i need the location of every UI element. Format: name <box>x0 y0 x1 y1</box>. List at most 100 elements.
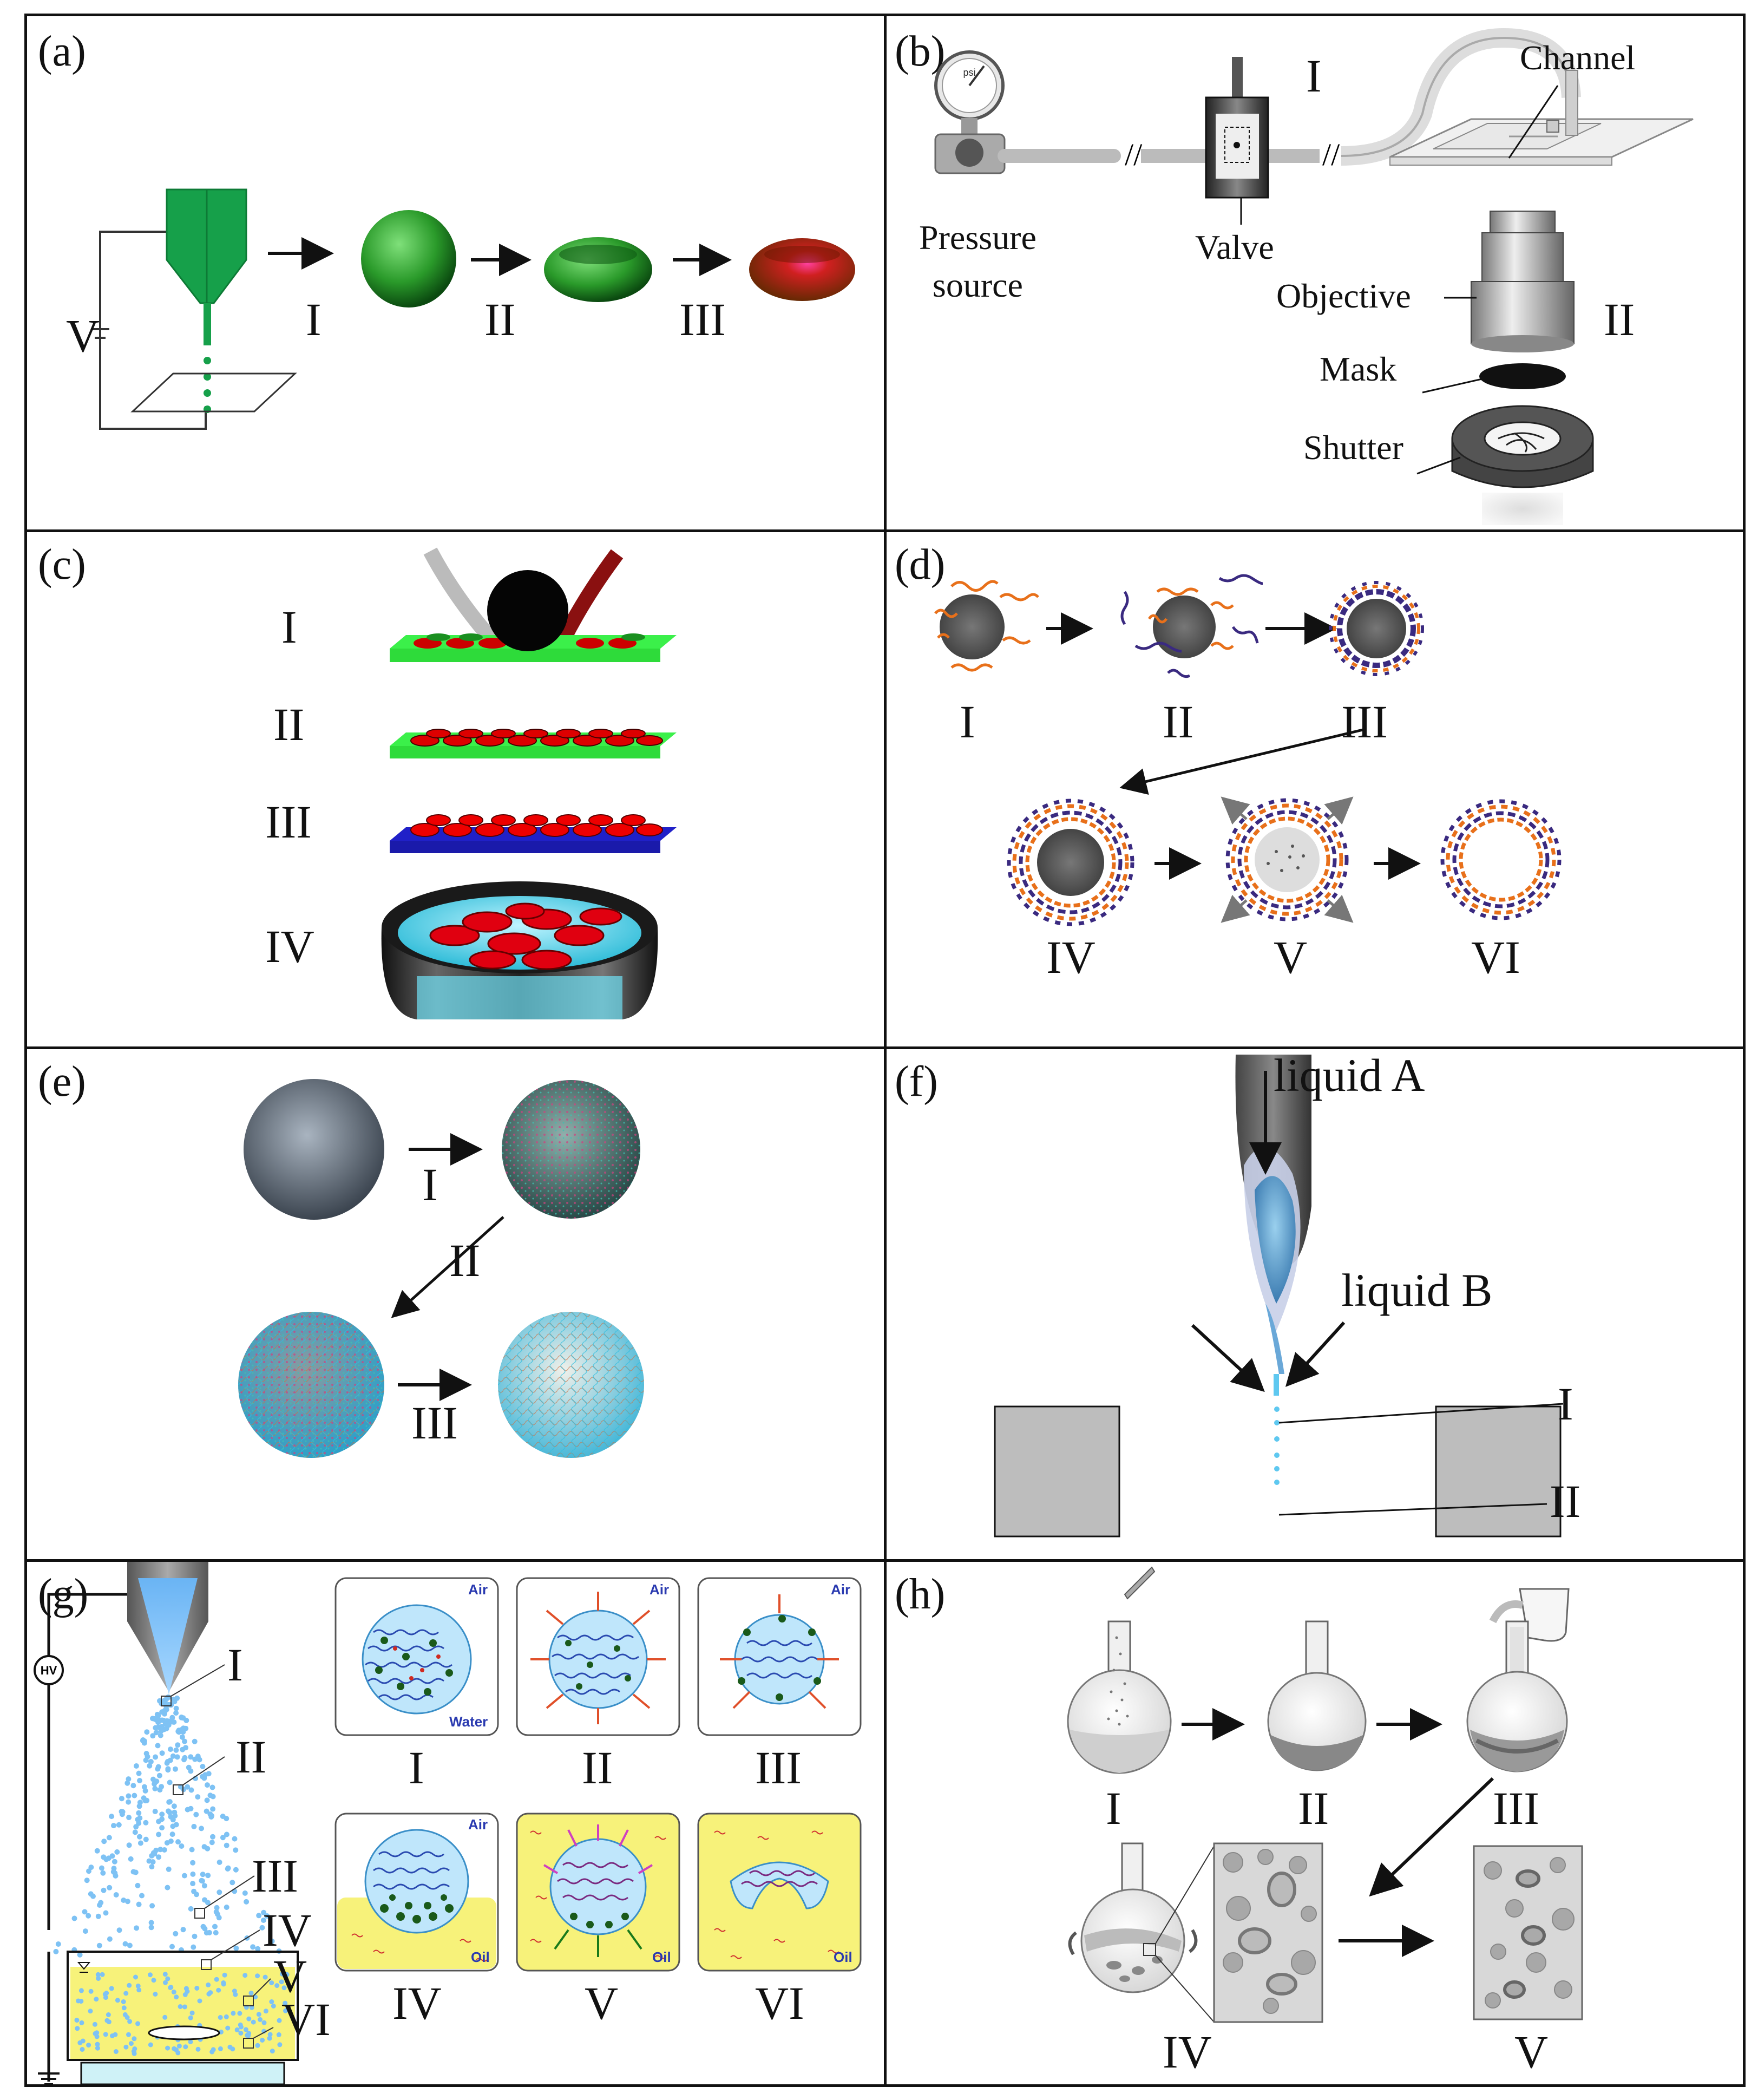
spray-droplet <box>212 1924 218 1929</box>
spray-droplet <box>260 1918 266 1923</box>
dish-droplet <box>251 2019 256 2025</box>
spray-droplet <box>100 1870 106 1876</box>
dish-droplet <box>194 1986 200 1991</box>
dish-droplet <box>94 1997 99 2002</box>
spray-droplet <box>71 1915 77 1921</box>
spray-droplet <box>77 1952 83 1958</box>
dish-droplet <box>95 1972 101 1977</box>
spray-droplet <box>244 1899 250 1905</box>
inset-2-air: Air <box>650 1581 670 1598</box>
spray-droplet <box>133 1763 139 1769</box>
dish-droplet <box>109 1986 114 1991</box>
dish-droplet <box>79 2020 84 2025</box>
dish-droplet <box>224 2014 229 2019</box>
spray-droplet <box>158 1847 163 1853</box>
spray-droplet <box>134 1925 140 1931</box>
spray-droplet <box>107 1936 113 1942</box>
spray-droplet <box>190 1881 196 1887</box>
spray-droplet <box>170 1823 176 1829</box>
dish-droplet <box>255 2043 260 2048</box>
dish-droplet <box>95 2045 100 2051</box>
dish-droplet <box>218 2015 223 2020</box>
spray-droplet <box>173 1766 178 1772</box>
spray-droplet <box>170 1753 176 1759</box>
spray-droplet <box>191 1888 197 1894</box>
spray-droplet <box>159 1709 165 1715</box>
spray-droplet <box>233 1867 239 1873</box>
dish-droplet <box>151 1978 156 1983</box>
spray-droplet <box>109 1853 115 1859</box>
dish-droplet <box>121 2005 127 2011</box>
spray-droplet <box>147 1763 153 1769</box>
panel-b-label: (b) <box>895 28 946 75</box>
spray-droplet <box>84 1877 90 1883</box>
spray-droplet <box>126 1799 132 1805</box>
spray-droplet <box>152 1785 158 1791</box>
spray-droplet <box>259 1925 265 1931</box>
panel-h-step-5: V <box>1514 2026 1549 2078</box>
panel-f-step-1: I <box>1558 1378 1573 1430</box>
panel-a-label: (a) <box>38 28 86 75</box>
spray-droplet <box>113 1892 119 1898</box>
dish-droplet <box>106 2019 111 2025</box>
dish-droplet <box>135 2021 140 2026</box>
spray-droplet <box>139 1893 145 1899</box>
panel-g-spray-step-3: III <box>252 1850 298 1902</box>
dish-droplet <box>127 2019 133 2024</box>
panel-c: (c) <box>27 532 884 1046</box>
spray-droplet <box>148 1759 154 1764</box>
panel-g-inset-step-4: IV <box>392 1977 442 2029</box>
spray-droplet <box>152 1781 158 1787</box>
spray-droplet <box>153 1730 159 1736</box>
spray-droplet <box>126 1815 132 1821</box>
spray-droplet <box>133 1869 139 1875</box>
panel-c-label: (c) <box>38 541 86 588</box>
spray-droplet <box>181 1873 187 1879</box>
spray-droplet <box>95 1913 101 1919</box>
spray-droplet <box>264 1913 270 1919</box>
panel-c-step-4: IV <box>265 920 314 972</box>
spray-droplet <box>150 1776 156 1782</box>
spray-droplet <box>179 1843 185 1849</box>
dish-droplet <box>80 2047 85 2052</box>
dish-droplet <box>283 2008 288 2013</box>
spray-droplet <box>126 1776 132 1782</box>
dish-droplet <box>263 2009 268 2014</box>
dish-droplet <box>214 1977 219 1982</box>
panel-a: (a) <box>27 16 884 529</box>
panel-g: (g) HV <box>27 1562 884 2087</box>
divider-row-3 <box>24 1559 1746 1562</box>
dish-droplet <box>75 2026 80 2031</box>
dish-droplet <box>221 1980 226 1985</box>
dish-droplet <box>267 2036 272 2041</box>
spray-droplet <box>136 1820 142 1826</box>
panel-e-label: (e) <box>38 1058 86 1105</box>
spray-droplet <box>152 1809 158 1814</box>
spray-droplet <box>166 1808 172 1814</box>
panel-d-step-5: V <box>1274 931 1308 983</box>
dish-droplet <box>274 1983 280 1988</box>
spray-droplet <box>109 1814 115 1820</box>
spray-droplet <box>136 1834 142 1840</box>
spray-droplet <box>128 1856 134 1862</box>
spray-droplet <box>96 1942 102 1948</box>
dish-droplet <box>74 2018 80 2023</box>
spray-droplet <box>143 1751 149 1756</box>
dish-droplet <box>225 2025 231 2031</box>
dish-droplet <box>242 1973 248 1978</box>
spray-droplet <box>150 1859 156 1865</box>
spray-droplet <box>205 1873 211 1879</box>
dish-droplet <box>260 2038 265 2043</box>
spray-droplet <box>156 1854 162 1860</box>
dish-droplet <box>123 2044 129 2050</box>
panel-g-drawing: HV <box>34 1562 862 2085</box>
spray-droplet <box>111 1866 117 1872</box>
dish-droplet <box>126 2032 131 2037</box>
panel-h-label: (h) <box>895 1571 946 1618</box>
spray-droplet <box>136 1803 142 1809</box>
dish-droplet <box>171 1990 176 1994</box>
dish-droplet <box>100 1972 105 1977</box>
spray-droplet <box>153 1725 159 1731</box>
channel-label: Channel <box>1520 38 1636 77</box>
dish-droplet <box>103 2032 108 2037</box>
